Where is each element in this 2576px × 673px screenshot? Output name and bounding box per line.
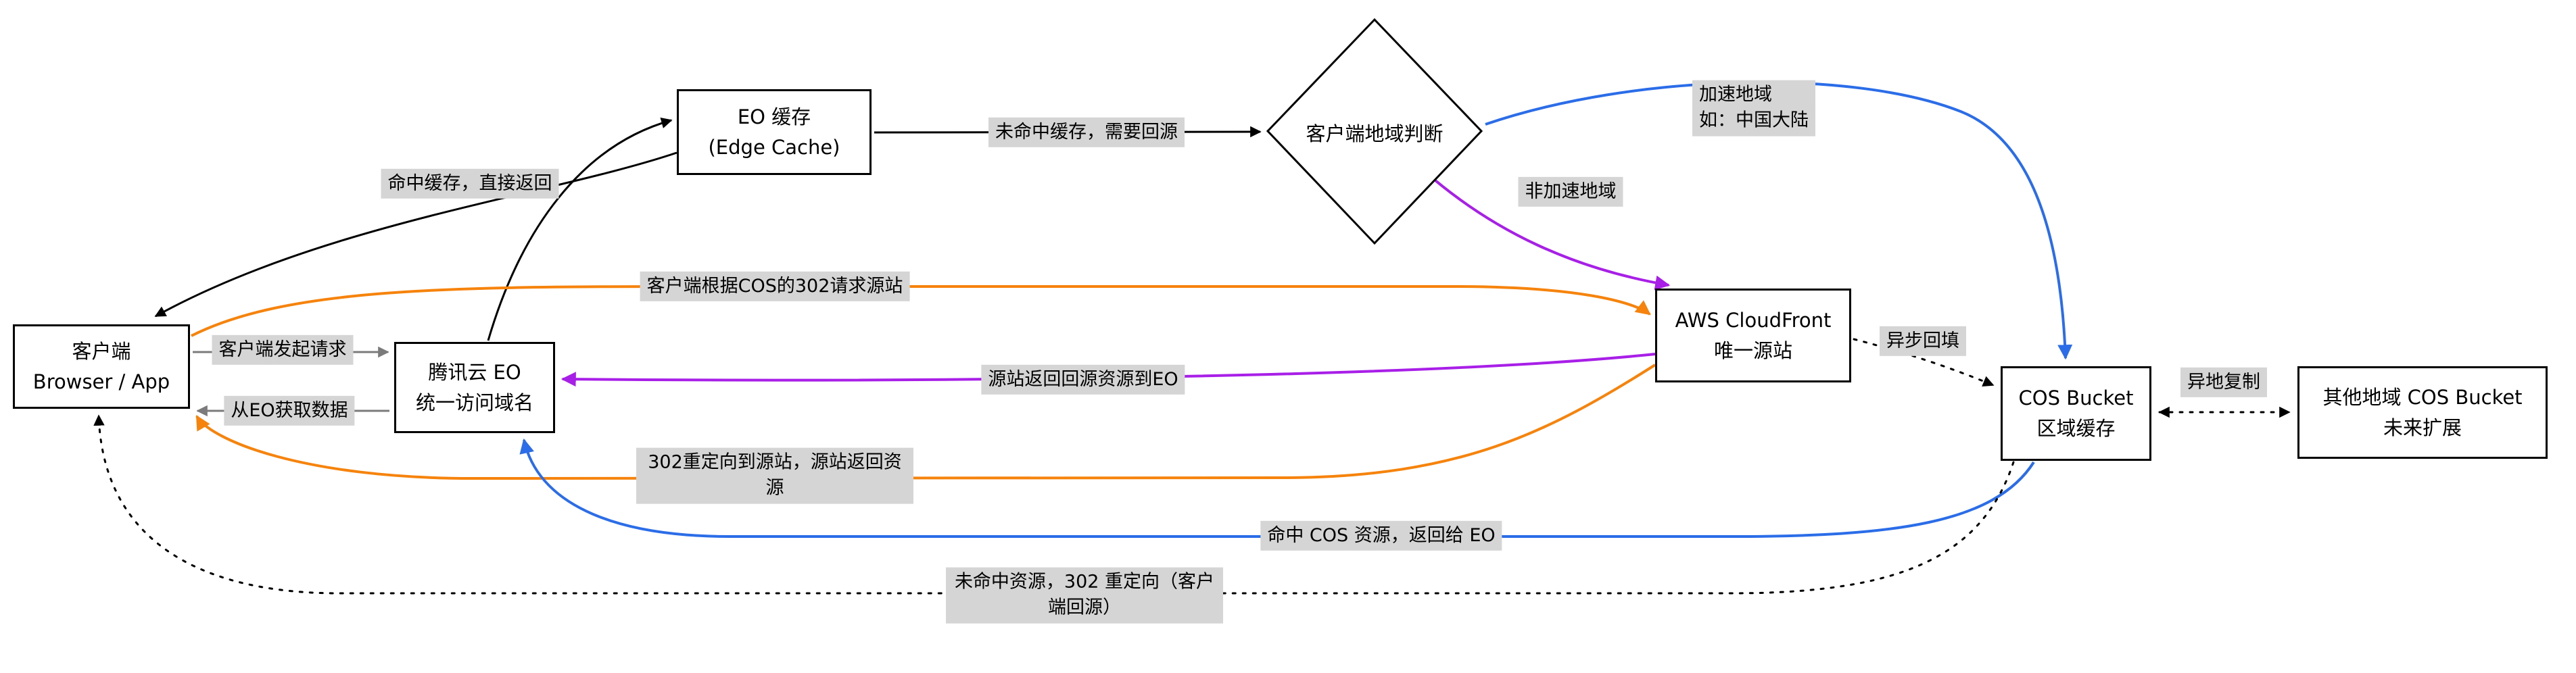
edge-non-accel-line [1421, 168, 1671, 291]
node-cos-bucket-line1: COS Bucket [2018, 387, 2134, 410]
node-eo-cache-line2: (Edge Cache) [708, 135, 840, 159]
edge-label-accel-region-line1: 加速地域 [1699, 84, 1772, 105]
region-decision-diamond [1266, 18, 1483, 245]
node-other-cos-line1: 其他地域 COS Bucket [2322, 385, 2523, 409]
edge-label-cos-302-request: 客户端根据COS的302请求源站 [640, 271, 910, 302]
node-cos-bucket: COS Bucket 区域缓存 [2001, 366, 2151, 461]
node-client-line1: 客户端 [72, 339, 131, 363]
node-other-cos-line2: 未来扩展 [2383, 416, 2462, 439]
edge-hit-cache-line [154, 151, 677, 318]
node-region-decision-label: 客户端地域判断 [1306, 122, 1444, 145]
node-eo-cache: EO 缓存 (Edge Cache) [677, 89, 872, 175]
node-tencent-eo-line1: 腾讯云 EO [428, 360, 521, 384]
node-aws-cloudfront: AWS CloudFront 唯一源站 [1655, 289, 1851, 382]
node-eo-cache-line1: EO 缓存 [737, 105, 811, 128]
node-cos-bucket-line2: 区域缓存 [2036, 417, 2116, 440]
edge-label-hit-cos: 命中 COS 资源，返回给 EO [1260, 520, 1502, 551]
edge-label-hit-cache: 命中缓存，直接返回 [381, 168, 559, 199]
edge-redirect-302-line [195, 364, 1656, 480]
edge-label-accel-region-line2: 如：中国大陆 [1699, 110, 1809, 131]
edge-label-accel-region: 加速地域 如：中国大陆 [1692, 80, 1815, 136]
node-tencent-eo-line2: 统一访问域名 [415, 391, 533, 414]
edge-miss-302-line [93, 414, 2015, 595]
node-tencent-eo: 腾讯云 EO 统一访问域名 [394, 342, 555, 433]
node-client-line2: Browser / App [32, 370, 170, 393]
node-aws-cloudfront-line1: AWS CloudFront [1675, 308, 1832, 332]
node-other-cos: 其他地域 COS Bucket 未来扩展 [2297, 366, 2548, 459]
edge-label-non-accel: 非加速地域 [1518, 176, 1623, 207]
edge-label-eo-response: 从EO获取数据 [224, 395, 355, 426]
edge-hit-cos-return-line [519, 438, 2035, 538]
edge-label-miss-cache: 未命中缓存，需要回源 [988, 117, 1185, 148]
edge-request-to-cache-line [487, 118, 673, 341]
edge-label-async-backfill: 异步回填 [1880, 326, 1966, 357]
edge-async-backfill-line [1853, 338, 1995, 387]
edge-label-client-request: 客户端发起请求 [212, 334, 354, 366]
node-aws-cloudfront-line2: 唯一源站 [1713, 339, 1792, 362]
node-client: 客户端 Browser / App [13, 324, 190, 409]
edge-label-geo-replication: 异地复制 [2180, 367, 2267, 398]
edge-accel-region-line [1485, 80, 2073, 360]
edge-label-redirect-302: 302重定向到源站，源站返回资源 [636, 447, 913, 504]
edge-cos-302-request-line [191, 285, 1651, 337]
edge-label-origin-return: 源站返回回源资源到EO [981, 364, 1185, 395]
edge-label-miss-302: 未命中资源，302 重定向（客户端回源） [946, 567, 1223, 624]
